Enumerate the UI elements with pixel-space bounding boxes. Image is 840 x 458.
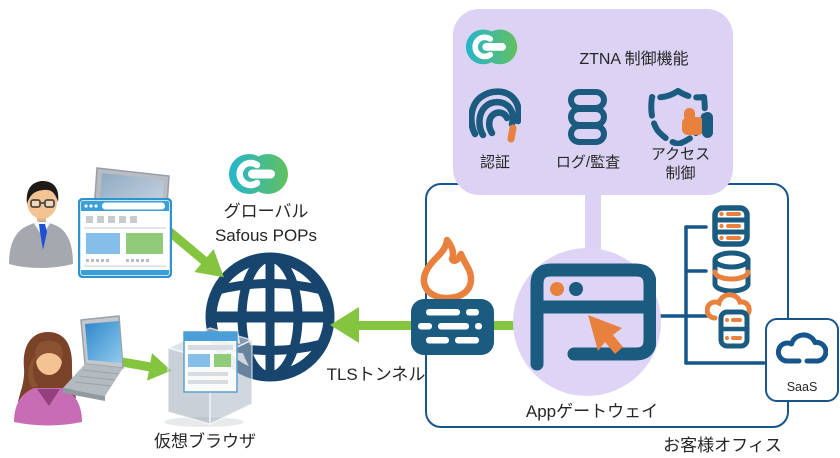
saas-cloud-icon: [775, 332, 828, 364]
glasses-icon: [30, 199, 55, 208]
tls-tunnel-label: TLSトンネル: [326, 365, 426, 384]
ztna-panel-title: ZTNA 制御機能: [579, 51, 689, 68]
mini-browser-window-icon: [183, 331, 238, 393]
saas-box: SaaS: [765, 318, 839, 402]
virtual-browser-label: 仮想ブラウザ: [154, 432, 256, 451]
firewall-flame-icon: [411, 236, 494, 355]
ztna-item-label-auth: 認証: [479, 154, 510, 171]
fingerprint-icon: [469, 88, 521, 143]
shield-fist-icon: [648, 88, 713, 146]
ztna-gateway-connector: [585, 190, 601, 254]
safous-logo: [229, 154, 288, 194]
server-rack-icon: [712, 205, 750, 247]
ztna-control-panel: ZTNA 制御機能 認証 ログ/監査 アクセス: [453, 9, 733, 195]
arrowhead-to-globe: [330, 307, 359, 343]
app-gateway-window-icon: [530, 263, 656, 371]
saas-label: SaaS: [786, 380, 818, 394]
user-man-icon: [9, 181, 73, 268]
database-icon: [712, 250, 751, 294]
globe-icon: [205, 252, 335, 382]
ztna-item-label-access: アクセス 制御: [650, 146, 711, 182]
safous-logo: [465, 29, 518, 65]
user2-arrow: [121, 353, 172, 381]
virtual-browser-cube-icon: [164, 327, 255, 427]
flame-icon: [420, 236, 475, 302]
user-woman-icon: [14, 332, 82, 426]
browser-window-icon: [78, 198, 172, 278]
global-pops-label: グローバル Safous POPs: [214, 202, 318, 245]
customer-office-label: お客様オフィス: [663, 436, 782, 455]
ztna-item-label-log: ログ/監査: [555, 154, 621, 171]
internal-resources: [705, 205, 752, 349]
log-audit-icon: [568, 89, 607, 145]
cloud-server-icon: [705, 292, 752, 349]
cursor-icon: [588, 315, 623, 354]
laptop-icon: [63, 315, 124, 401]
app-gateway-label: Appゲートウェイ: [525, 402, 659, 421]
